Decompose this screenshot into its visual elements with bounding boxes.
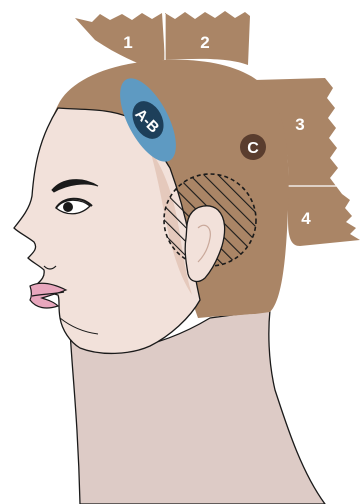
section-4-label: 4 xyxy=(301,209,311,228)
section-4-extension xyxy=(288,186,360,246)
point-label: C xyxy=(247,140,259,157)
section-3-label: 3 xyxy=(295,115,304,134)
section-1-label: 1 xyxy=(123,33,132,52)
section-2-label: 2 xyxy=(200,33,209,52)
section-1-extension xyxy=(75,13,165,64)
point-c: C xyxy=(240,134,266,160)
